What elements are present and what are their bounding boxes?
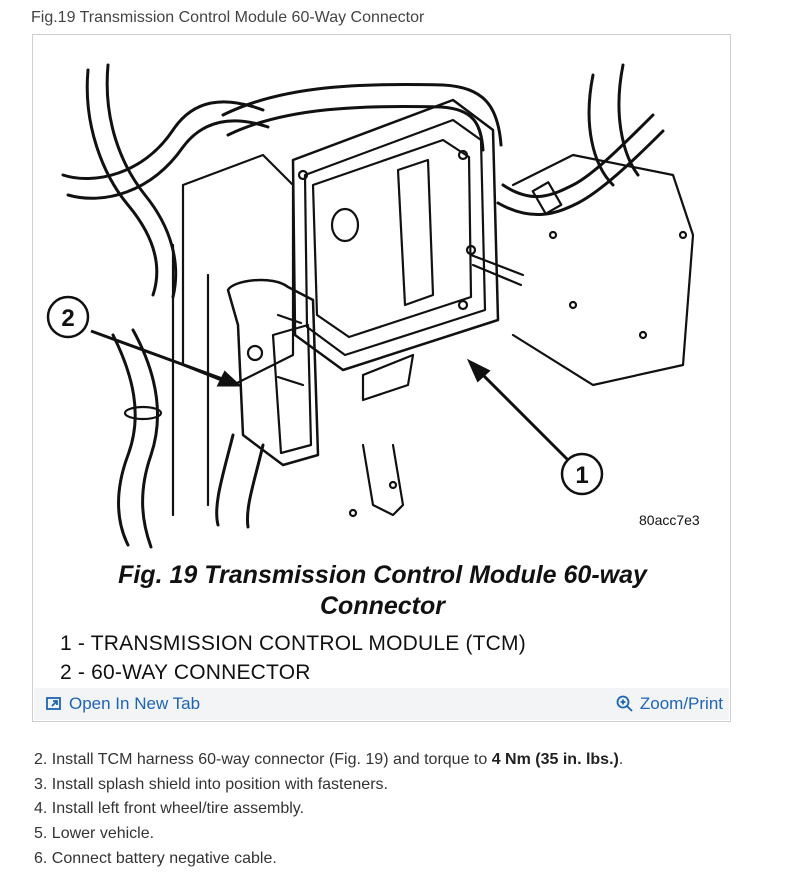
callout-2-label: 2 — [61, 305, 74, 332]
figure-footer-bar: Open In New Tab Zoom/Print — [34, 688, 729, 720]
figure-title-line1: Fig. 19 Transmission Control Module 60-w… — [118, 561, 647, 589]
callout-1-label: 1 — [575, 462, 588, 489]
zoom-print-label: Zoom/Print — [639, 694, 723, 713]
step-4: 4. Install left front wheel/tire assembl… — [34, 800, 305, 818]
open-in-new-tab-link[interactable]: Open In New Tab — [45, 694, 200, 714]
legend-item-2: 2 - 60-WAY CONNECTOR — [60, 661, 311, 684]
step-3: 3. Install splash shield into position w… — [34, 775, 388, 793]
zoom-print-link[interactable]: Zoom/Print — [616, 694, 723, 714]
zoom-in-icon — [616, 695, 634, 713]
step-2: 2. Install TCM harness 60-way connector … — [34, 748, 623, 773]
top-figure-caption: Fig.19 Transmission Control Module 60-Wa… — [31, 9, 425, 26]
tcm-line-drawing: 2 1 80acc7e3 — [46, 63, 700, 549]
image-code: 80acc7e3 — [639, 512, 700, 528]
figure-frame: 2 1 80acc7e3 Fig. 19 Transmission Contro… — [32, 34, 731, 722]
open-new-tab-icon — [45, 695, 63, 713]
step-2-torque: 4 Nm (35 in. lbs.) — [491, 751, 619, 768]
step-2-end: . — [618, 751, 624, 768]
legend-item-1: 1 - TRANSMISSION CONTROL MODULE (TCM) — [60, 632, 526, 655]
open-in-new-tab-label: Open In New Tab — [69, 694, 201, 713]
figure-title-line2: Connector — [320, 592, 445, 620]
instruction-steps: 2. Install TCM harness 60-way connector … — [34, 748, 623, 872]
step-2-text: 2. Install TCM harness 60-way connector … — [34, 751, 492, 768]
step-6: 6. Connect battery negative cable. — [34, 849, 277, 867]
step-5: 5. Lower vehicle. — [34, 825, 155, 843]
